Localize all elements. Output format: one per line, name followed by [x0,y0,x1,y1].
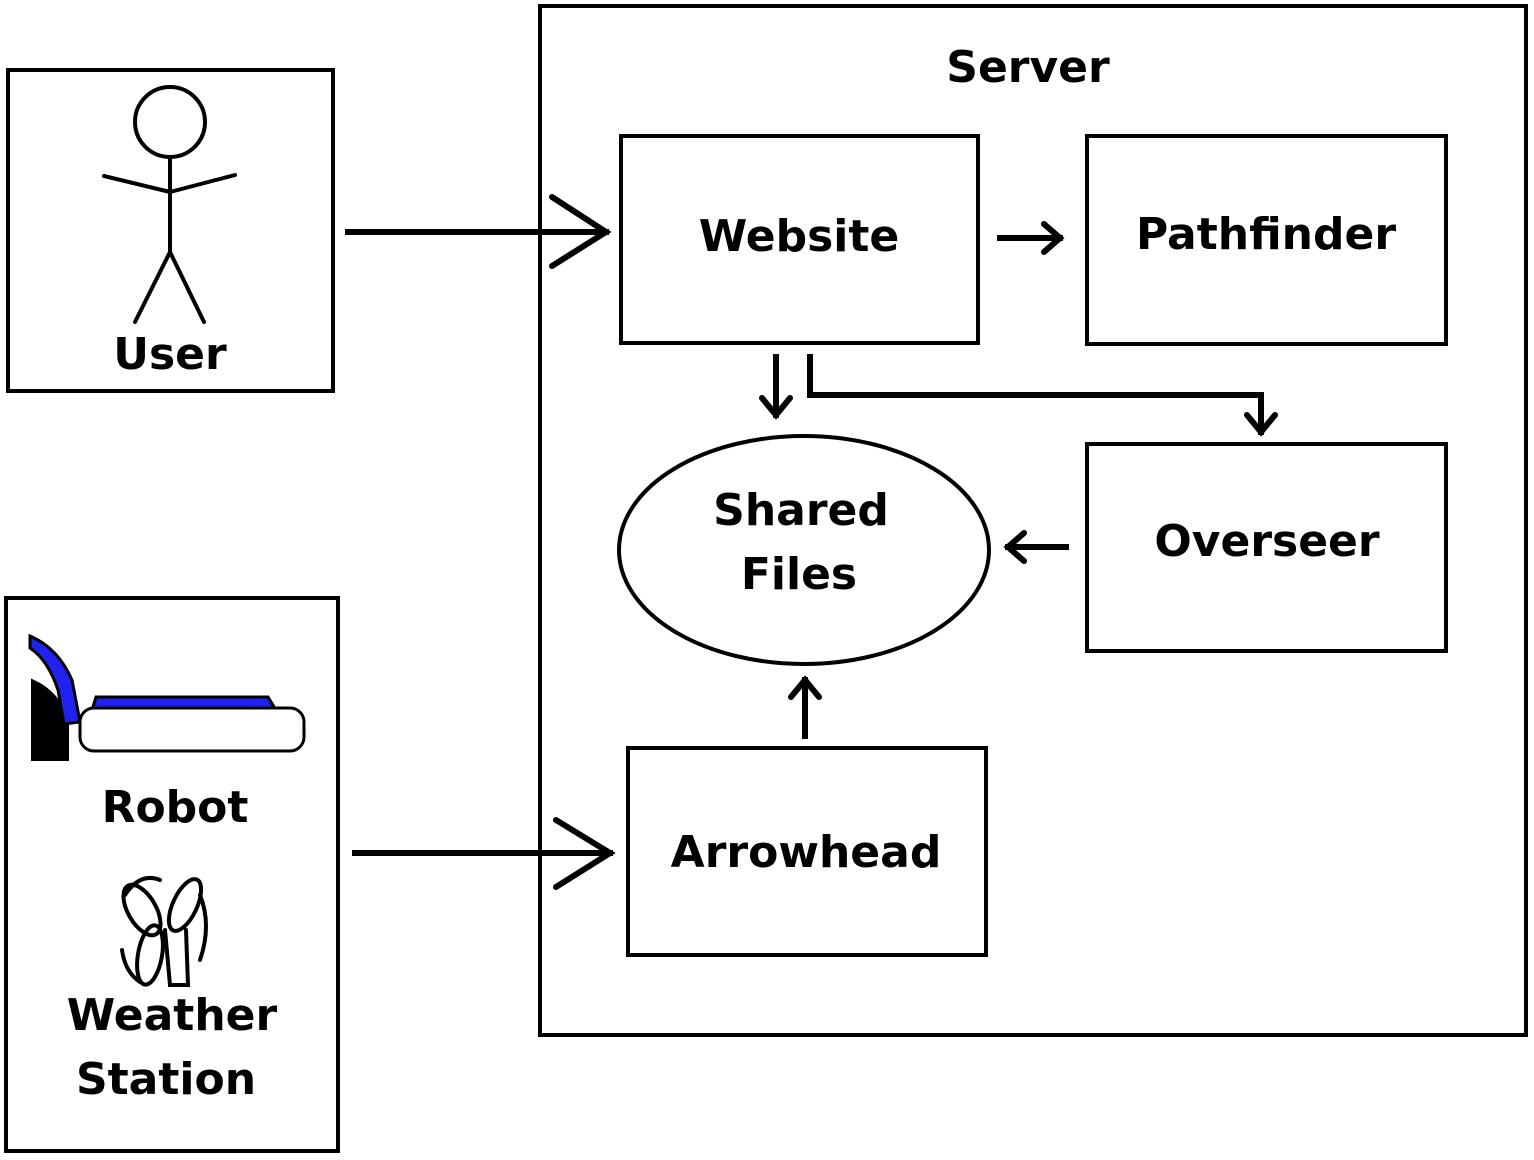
shared-files-label-line1: Shared [713,485,889,536]
edge-website-to-overseer [807,354,1278,437]
edge-website-to-pathfinder [997,221,1065,255]
robot-icon [28,633,306,761]
edge-devices-to-arrowhead [352,817,616,890]
edge-user-to-website [345,194,612,269]
website-node: Website [619,134,980,345]
arrowhead-label: Arrowhead [671,827,942,878]
user-box: User [6,68,335,393]
weather-station-label-line2: Station [76,1054,256,1105]
robot-label: Robot [102,782,249,833]
edge-website-to-shared-files [759,354,793,420]
website-label: Website [699,211,899,262]
overseer-label: Overseer [1154,516,1380,567]
shared-files-label-line2: Files [741,549,857,600]
edge-overseer-to-shared-files [1003,530,1069,564]
stick-figure-icon [102,85,237,324]
server-title: Server [946,42,1110,93]
weather-station-label-line1: Weather [67,990,278,1041]
arrowhead-node: Arrowhead [626,746,988,957]
devices-box: Robot Weather Station [4,596,340,1153]
edge-arrowhead-to-shared-files [788,675,822,739]
wind-turbine-icon [120,875,208,987]
shared-files-node: Shared Files [617,434,991,666]
overseer-node: Overseer [1085,442,1448,653]
user-label: User [113,329,227,380]
pathfinder-node: Pathfinder [1085,134,1448,346]
pathfinder-label: Pathfinder [1136,209,1396,260]
